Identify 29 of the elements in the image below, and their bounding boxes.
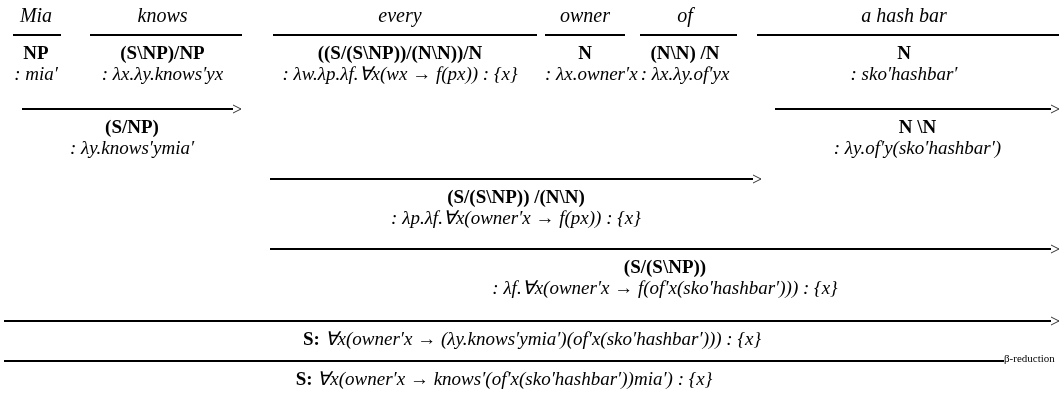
word: every bbox=[378, 3, 422, 28]
semantic-term: : λx.λy.of′yx bbox=[640, 63, 730, 84]
semantic-term: : λx.owner′x bbox=[545, 63, 638, 84]
word: knows bbox=[137, 3, 188, 28]
rule-name: β-reduction bbox=[1004, 352, 1055, 364]
word: of bbox=[677, 3, 693, 28]
semantic-term: : λf.∀x(owner′x → f(of′x(sko′hashbar′))) : {x} bbox=[492, 277, 838, 298]
derived-formula: S: ∀x(owner′x → knows′(of′x(sko′hashbar′))mia′) : {x} bbox=[295, 368, 713, 389]
semantic-term: : λp.λf.∀x(owner′x → f(px)) : {x} bbox=[391, 207, 641, 228]
derived-formula: S: ∀x(owner′x → (λy.knows′ymia′)(of′x(sko′hashbar′))) : {x} bbox=[302, 328, 762, 349]
semantic-term: : mia′ bbox=[14, 63, 58, 84]
category: (S/NP) bbox=[105, 116, 159, 137]
semantic-term: : λx.λy.knows′yx bbox=[101, 63, 224, 84]
semantic-term: : λw.λp.λf.∀x(wx → f(px)) : {x} bbox=[282, 63, 518, 84]
category: (S/(S\NP)) bbox=[623, 256, 707, 277]
word: owner bbox=[560, 3, 610, 28]
semantic-term: : λy.knows′ymia′ bbox=[69, 137, 195, 158]
semantic-term: : sko′hashbar′ bbox=[850, 63, 958, 84]
category: N \N bbox=[898, 116, 937, 137]
word: a hash bar bbox=[861, 3, 947, 28]
category: ((S/(S\NP))/(N\N))/N bbox=[317, 42, 483, 63]
category: (S\NP)/NP bbox=[120, 42, 205, 63]
category: N bbox=[578, 42, 592, 63]
category: (S/(S\NP)) /(N\N) bbox=[447, 186, 585, 207]
category: (N\N) /N bbox=[650, 42, 720, 63]
category: NP bbox=[23, 42, 49, 63]
word: Mia bbox=[19, 3, 53, 28]
category: N bbox=[897, 42, 911, 63]
semantic-term: : λy.of′y(sko′hashbar′) bbox=[833, 137, 1002, 158]
